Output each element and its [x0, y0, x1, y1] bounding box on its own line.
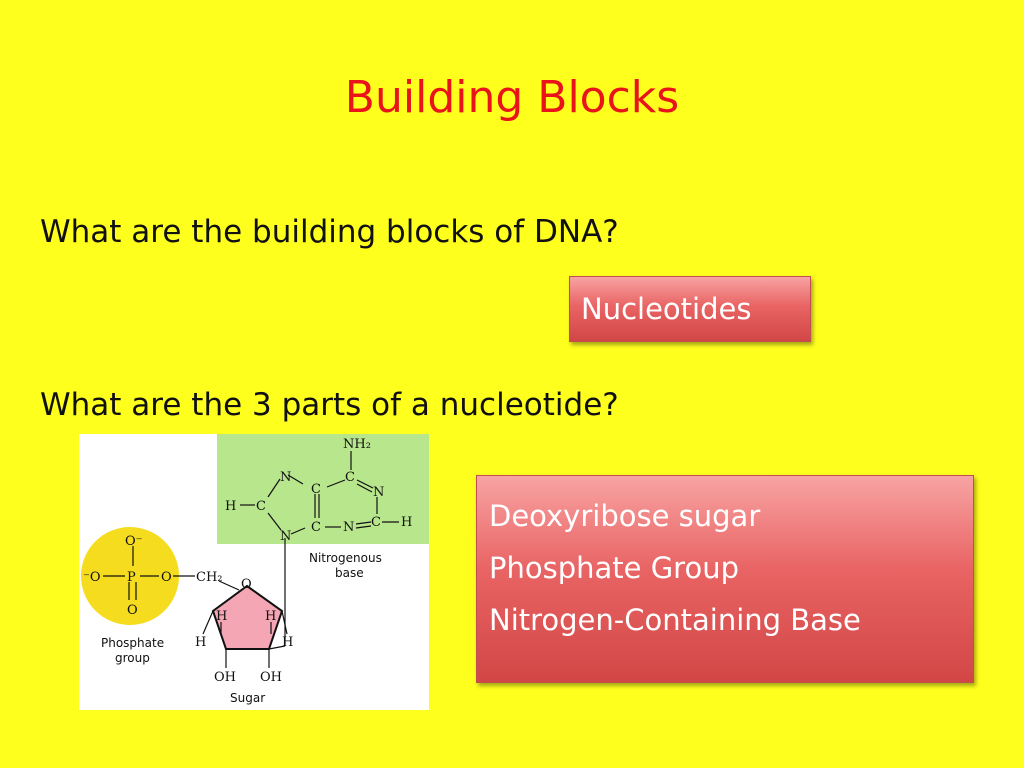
atom-o-minus-left: ⁻O	[83, 570, 101, 585]
atom-h-right-inner: H	[265, 609, 276, 624]
atom-n-top: N	[280, 470, 291, 485]
atom-o-minus-top: O⁻	[125, 534, 143, 549]
atom-ch2: CH₂	[196, 570, 223, 585]
atom-o-right: O	[161, 570, 172, 585]
atom-ring-o: O	[241, 577, 252, 592]
atom-c-top: C	[345, 470, 355, 485]
atom-n-bottom-right: N	[343, 520, 354, 535]
atom-p: P	[127, 570, 136, 585]
answer-part-sugar: Deoxyribose sugar	[489, 499, 761, 533]
base-bonds	[240, 451, 399, 650]
sugar-ring	[211, 584, 284, 650]
atom-oh-left: OH	[214, 670, 236, 685]
atom-h-left: H	[225, 499, 236, 514]
phosphate-label-line-2: group	[115, 651, 150, 665]
answer-part-base: Nitrogen-Containing Base	[489, 603, 861, 637]
nucleotide-structure-svg: NH₂ C N N C C H C N C H N Nitrogenous ba…	[81, 434, 429, 705]
phosphate-label-line-1: Phosphate	[101, 636, 164, 650]
atom-h-right: H	[401, 515, 412, 530]
atom-c-left: C	[256, 499, 266, 514]
atom-h-left-outer: H	[195, 635, 206, 650]
atom-c-right: C	[371, 515, 381, 530]
sugar-bonds	[202, 610, 288, 668]
atom-h-right-outer: H	[282, 635, 293, 650]
atom-o-bottom: O	[127, 603, 138, 618]
phosphate-bonds	[103, 546, 240, 600]
sugar-label: Sugar	[230, 691, 265, 705]
phosphate-highlight	[81, 527, 179, 625]
answer-part-phosphate: Phosphate Group	[489, 551, 739, 585]
base-label-line-1: Nitrogenous	[309, 551, 382, 565]
atom-oh-right: OH	[260, 670, 282, 685]
base-label-line-2: base	[335, 566, 364, 580]
slide-title: Building Blocks	[344, 72, 680, 123]
atom-nh2: NH₂	[343, 437, 371, 452]
question-building-blocks: What are the building blocks of DNA?	[40, 214, 619, 250]
answer-parts-box: Deoxyribose sugar Phosphate Group Nitrog…	[476, 475, 974, 683]
atom-c-mid: C	[311, 482, 321, 497]
atom-h-left-inner: H	[216, 609, 227, 624]
atom-c-lower: C	[311, 520, 321, 535]
atom-n-right: N	[373, 485, 384, 500]
nucleotide-diagram: NH₂ C N N C C H C N C H N Nitrogenous ba…	[79, 434, 429, 710]
question-nucleotide-parts: What are the 3 parts of a nucleotide?	[40, 387, 619, 423]
atom-n-bottom: N	[280, 529, 291, 544]
answer-nucleotides-box: Nucleotides	[569, 276, 811, 342]
base-highlight	[217, 434, 429, 544]
